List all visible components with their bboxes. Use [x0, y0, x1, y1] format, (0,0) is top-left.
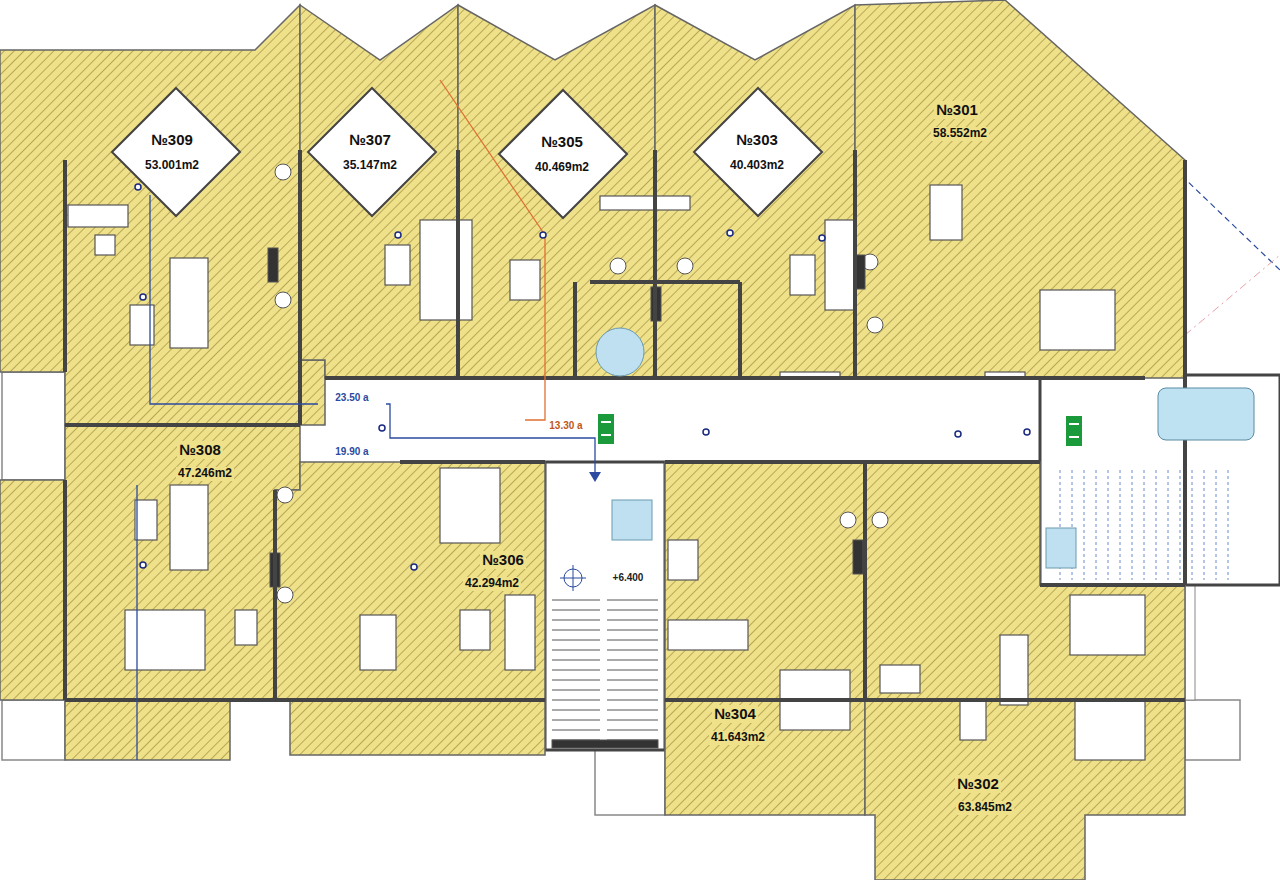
- exit-signs: [598, 414, 1082, 446]
- apartment-area: [275, 462, 545, 755]
- apartment-area: [0, 425, 300, 760]
- apartment-outline: [458, 5, 655, 378]
- furniture: [68, 185, 1145, 760]
- unit-number-holder: №301: [934, 101, 980, 119]
- apartment-unit: №304 41.643m2: [665, 462, 865, 815]
- service-lines: [137, 80, 601, 760]
- apartment-area: [0, 5, 325, 425]
- unit-area: 40.469m2: [533, 161, 591, 175]
- level-mark-holder: 23.50 a: [333, 387, 370, 405]
- unit-area: 53.001m2: [143, 159, 201, 173]
- ceiling-points: [135, 184, 1030, 570]
- apartment-outline: [655, 5, 855, 378]
- apartment-unit: №309 53.001m2: [0, 5, 325, 425]
- unit-number-holder: №308: [177, 441, 223, 459]
- corridor: [300, 378, 1145, 462]
- unit-area-holder: 47.246m2: [176, 463, 234, 481]
- unit-area: 63.845m2: [956, 801, 1014, 815]
- unit-area-holder: 42.294m2: [463, 573, 521, 591]
- level-mark: 19.90 a: [333, 446, 370, 458]
- level-mark: 23.50 a: [333, 392, 370, 404]
- unit-area: 41.643m2: [709, 731, 767, 745]
- unit-number-holder: №309: [149, 131, 195, 149]
- apartment-area: [655, 5, 855, 378]
- apartment-unit: №306 42.294m2: [275, 462, 545, 755]
- unit-number: №308: [177, 441, 223, 458]
- unit-area-holder: 58.552m2: [931, 123, 989, 141]
- unit-number-holder: №306: [480, 551, 526, 569]
- apartment-unit: №308 47.246m2: [0, 425, 300, 760]
- unit-number: №309: [149, 131, 195, 148]
- apartment-area: [665, 462, 865, 815]
- apartment-outline: [0, 425, 300, 760]
- walls: [65, 150, 1185, 700]
- apartment-unit: №307 35.147m2: [300, 5, 458, 378]
- unit-area: 47.246m2: [176, 467, 234, 481]
- unit-area: 40.403m2: [728, 159, 786, 173]
- unit-area-holder: 40.469m2: [533, 157, 591, 175]
- unit-number-holder: №302: [955, 775, 1001, 793]
- unit-area: 35.147m2: [341, 159, 399, 173]
- unit-area-holder: 53.001m2: [143, 155, 201, 173]
- apartment-outline: [855, 0, 1185, 378]
- apartment-area: [865, 462, 1185, 880]
- unit-number: №304: [712, 705, 758, 722]
- level-mark-holder: 13.30 a: [547, 415, 584, 433]
- unit-number: №303: [734, 131, 780, 148]
- apartment-outline: [275, 462, 545, 755]
- apartment-unit: №303 40.403m2: [655, 5, 855, 378]
- unit-area-holder: 63.845m2: [956, 797, 1014, 815]
- unit-area: 42.294m2: [463, 577, 521, 591]
- unit-area-holder: 35.147m2: [341, 155, 399, 173]
- apartment-unit: №305 40.469m2: [458, 5, 655, 378]
- apartment-unit: №301 58.552m2: [855, 0, 1185, 378]
- apartment-area: [300, 5, 458, 378]
- accessibility-marks: [596, 328, 1076, 568]
- apartment-outline: [0, 5, 325, 425]
- elevation-mark: +6.400: [611, 572, 646, 584]
- unit-number-holder: №305: [539, 133, 585, 151]
- unit-area: 58.552m2: [931, 127, 989, 141]
- apartment-outline: [865, 462, 1185, 880]
- apartment-area: [855, 0, 1185, 378]
- apartment-unit: №302 63.845m2: [865, 462, 1185, 880]
- unit-number: №302: [955, 775, 1001, 792]
- unit-number-holder: №307: [347, 131, 393, 149]
- apartment-outline: [665, 462, 865, 815]
- unit-area-holder: 40.403m2: [728, 155, 786, 173]
- level-mark-holder: 19.90 a: [333, 441, 370, 459]
- unit-number: №307: [347, 131, 393, 148]
- unit-number: №301: [934, 101, 980, 118]
- unit-number-holder: №303: [734, 131, 780, 149]
- stairs: [552, 388, 1254, 748]
- elevation-mark-holder: +6.400: [611, 567, 646, 585]
- bathroom-fixtures: [268, 164, 888, 603]
- apartment-outline: [300, 5, 458, 378]
- unit-area-holder: 41.643m2: [709, 727, 767, 745]
- unit-number: №306: [480, 551, 526, 568]
- bedroom-diamonds: [112, 88, 822, 218]
- level-mark: 13.30 a: [547, 420, 584, 432]
- unit-number: №305: [539, 133, 585, 150]
- apartment-area: [458, 5, 655, 378]
- unit-number-holder: №304: [712, 705, 758, 723]
